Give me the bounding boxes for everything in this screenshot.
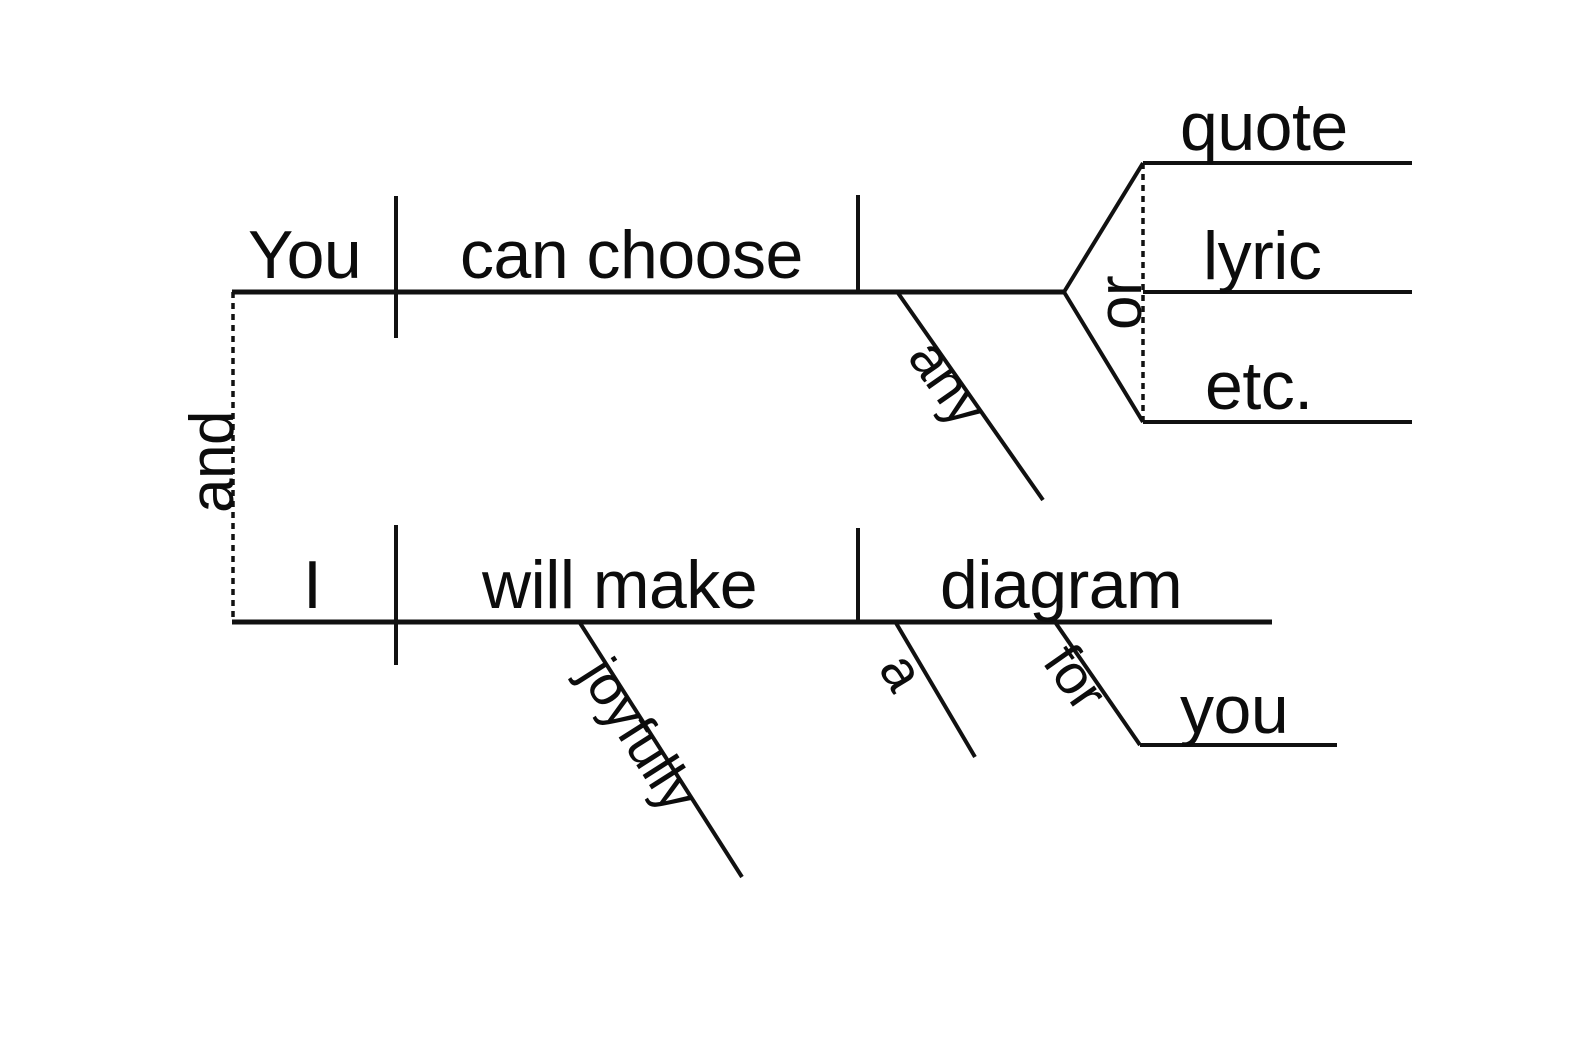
word-object-diagram: diagram (940, 547, 1183, 623)
word-object-lyric: lyric (1203, 218, 1322, 294)
adjective-any-diagonal (896, 291, 1045, 502)
word-subject-i: I (303, 547, 322, 623)
word-conjunction-and: and (178, 411, 247, 513)
word-verb-can-choose: can choose (460, 217, 803, 293)
article-a-diagonal (894, 621, 977, 759)
word-object-quote: quote (1180, 89, 1348, 165)
word-prep-object-you: you (1180, 672, 1289, 748)
compound-fork-upper-branch (1062, 161, 1145, 294)
word-conjunction-or: or (1086, 275, 1155, 330)
word-object-etc: etc. (1205, 348, 1313, 424)
preposition-for-diagonal (1053, 620, 1142, 747)
compound-fork-lower-branch (1062, 290, 1145, 424)
word-verb-will-make: will make (482, 547, 758, 623)
word-subject-you: You (248, 217, 362, 293)
adverb-joyfully-diagonal (578, 621, 744, 879)
